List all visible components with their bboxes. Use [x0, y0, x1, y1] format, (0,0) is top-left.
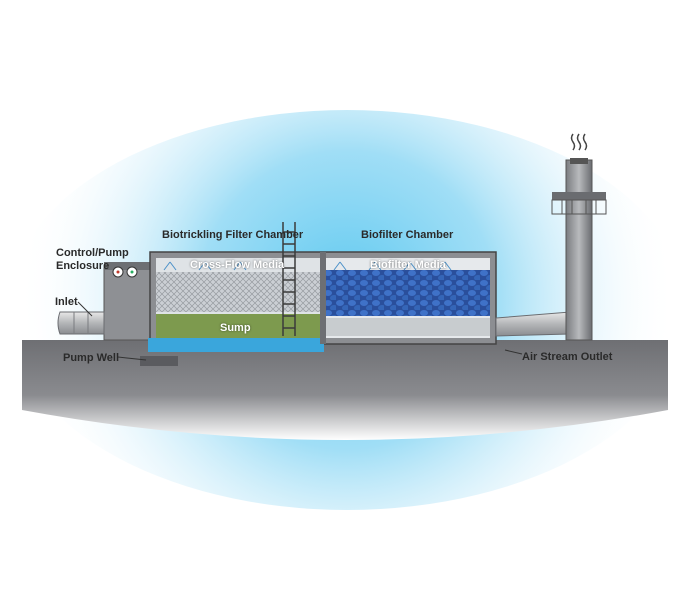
chamber-divider: [320, 252, 326, 344]
label-sump: Sump: [220, 322, 251, 334]
pump-well: [140, 356, 178, 366]
exhaust-vapor-icon: [576, 133, 582, 151]
exhaust-vapor-icon: [582, 133, 588, 151]
sump: [156, 314, 320, 338]
label-air-stream-outlet: Air Stream Outlet: [522, 351, 613, 363]
biofilter-media: [326, 270, 490, 316]
label-biofilter-chamber: Biofilter Chamber: [361, 229, 454, 241]
exhaust-vapor-icon: [570, 133, 576, 151]
spray-nozzles: [163, 261, 452, 271]
label-control-pump-enclosure: Control/Pump Enclosure: [56, 247, 129, 272]
label-pump-well: Pump Well: [63, 352, 120, 364]
inlet-pipe: [57, 311, 105, 335]
label-inlet: Inlet: [55, 296, 78, 308]
ladder: [282, 222, 296, 336]
label-biofilter-media: Biofilter Media: [370, 259, 446, 271]
sump-water: [148, 338, 324, 352]
label-cross-flow-media: Cross-Flow Media: [190, 259, 285, 271]
control-pump-enclosure: [103, 262, 151, 341]
ground: [22, 340, 668, 440]
biofilter-plenum: [326, 318, 490, 336]
exhaust-stack: [551, 133, 607, 341]
leader-lines: [77, 301, 523, 361]
label-biotrickling-filter-chamber: Biotrickling Filter Chamber: [162, 229, 304, 241]
